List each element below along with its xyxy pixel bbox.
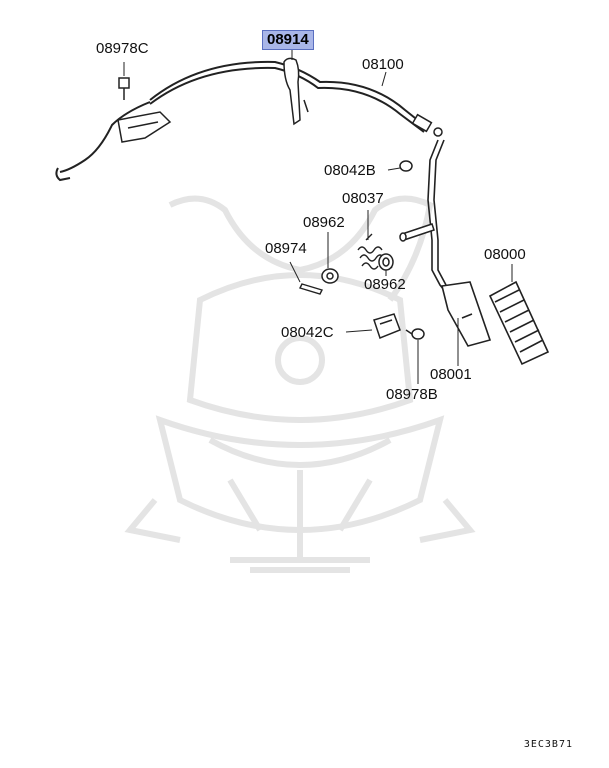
leader-08100 [381, 71, 387, 87]
callout-08978C[interactable]: 08978C [96, 40, 149, 57]
bushing-left [321, 268, 339, 284]
leader-08974 [289, 261, 301, 283]
pivot-shaft [399, 223, 435, 242]
callout-08001[interactable]: 08001 [430, 366, 472, 383]
clip-08042B [399, 160, 413, 172]
callout-08914[interactable]: 08914 [262, 30, 314, 50]
leader-08042C [345, 329, 373, 333]
callout-08100[interactable]: 08100 [362, 56, 404, 73]
callout-08978B[interactable]: 08978B [386, 386, 438, 403]
clamp-08914 [283, 57, 309, 126]
pedal-pad [488, 280, 550, 366]
diagram-code: 3EC3B71 [523, 739, 573, 750]
bushing-right [378, 253, 394, 271]
pin-08974 [299, 283, 323, 295]
callout-08037[interactable]: 08037 [342, 190, 384, 207]
cable-bracket [117, 111, 172, 143]
accelerator-cable [55, 60, 429, 182]
pedal-arm [427, 139, 492, 347]
callout-08042C[interactable]: 08042C [281, 324, 334, 341]
bolt-08978C [118, 77, 130, 100]
callout-08962-top[interactable]: 08962 [303, 214, 345, 231]
callout-08974[interactable]: 08974 [265, 240, 307, 257]
bolt-08978B [405, 328, 425, 340]
cable-end-fitting [411, 113, 443, 137]
stopper-08042C [373, 313, 401, 339]
callout-08962-bottom[interactable]: 08962 [364, 276, 406, 293]
leader-08042B [387, 167, 401, 171]
callout-08042B[interactable]: 08042B [324, 162, 376, 179]
callout-08000[interactable]: 08000 [484, 246, 526, 263]
